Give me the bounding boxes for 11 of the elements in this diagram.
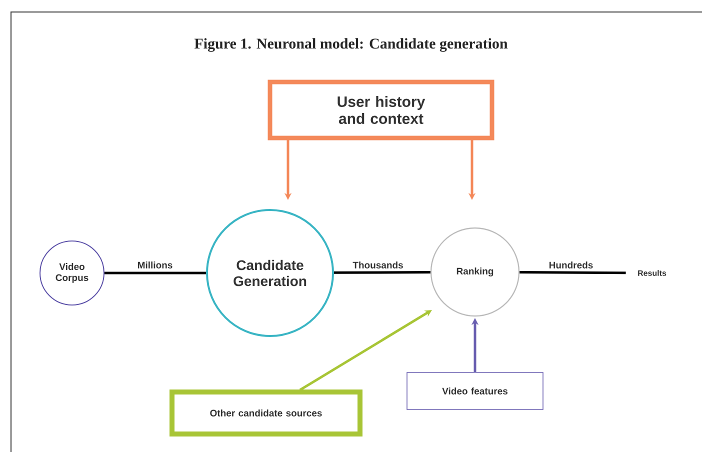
results-label: Results [638,270,666,276]
connector-line [334,270,430,274]
edge-label: Millions [138,262,172,268]
edge-label: Thousands [352,262,403,268]
connector-line [104,272,206,274]
figure-title: Figure 1. Neuronal model: Candidate generation [194,38,508,52]
edge-label: Hundreds [549,262,593,268]
features-box: Video features [406,372,544,410]
connector-line [520,271,626,274]
context-box: User history and context [268,80,494,140]
sources-box: Other candidate sources [170,389,362,436]
